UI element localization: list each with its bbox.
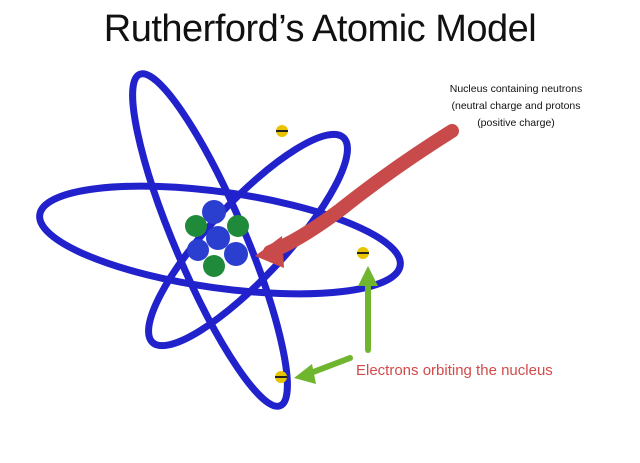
nucleus <box>185 200 249 277</box>
diagram-title: Rutherford’s Atomic Model <box>103 8 537 50</box>
proton <box>187 239 209 261</box>
neutron <box>227 215 249 237</box>
neutron <box>185 215 207 237</box>
proton <box>224 242 248 266</box>
electrons <box>275 125 369 383</box>
proton <box>206 226 230 250</box>
nucleus-label-line2: (neutral charge and protons <box>451 100 581 112</box>
neutron <box>203 255 225 277</box>
nucleus-label-line3: (positive charge) <box>477 117 555 129</box>
nucleus-label-line1: Nucleus containing neutrons <box>449 83 583 95</box>
electron <box>276 125 288 137</box>
electron <box>275 371 287 383</box>
proton <box>202 200 226 224</box>
electron-pointer-arrows <box>294 266 378 384</box>
electron <box>357 247 369 259</box>
nucleus-pointer-arrow <box>255 124 459 268</box>
electrons-label: Electrons orbiting the nucleus <box>356 362 553 379</box>
